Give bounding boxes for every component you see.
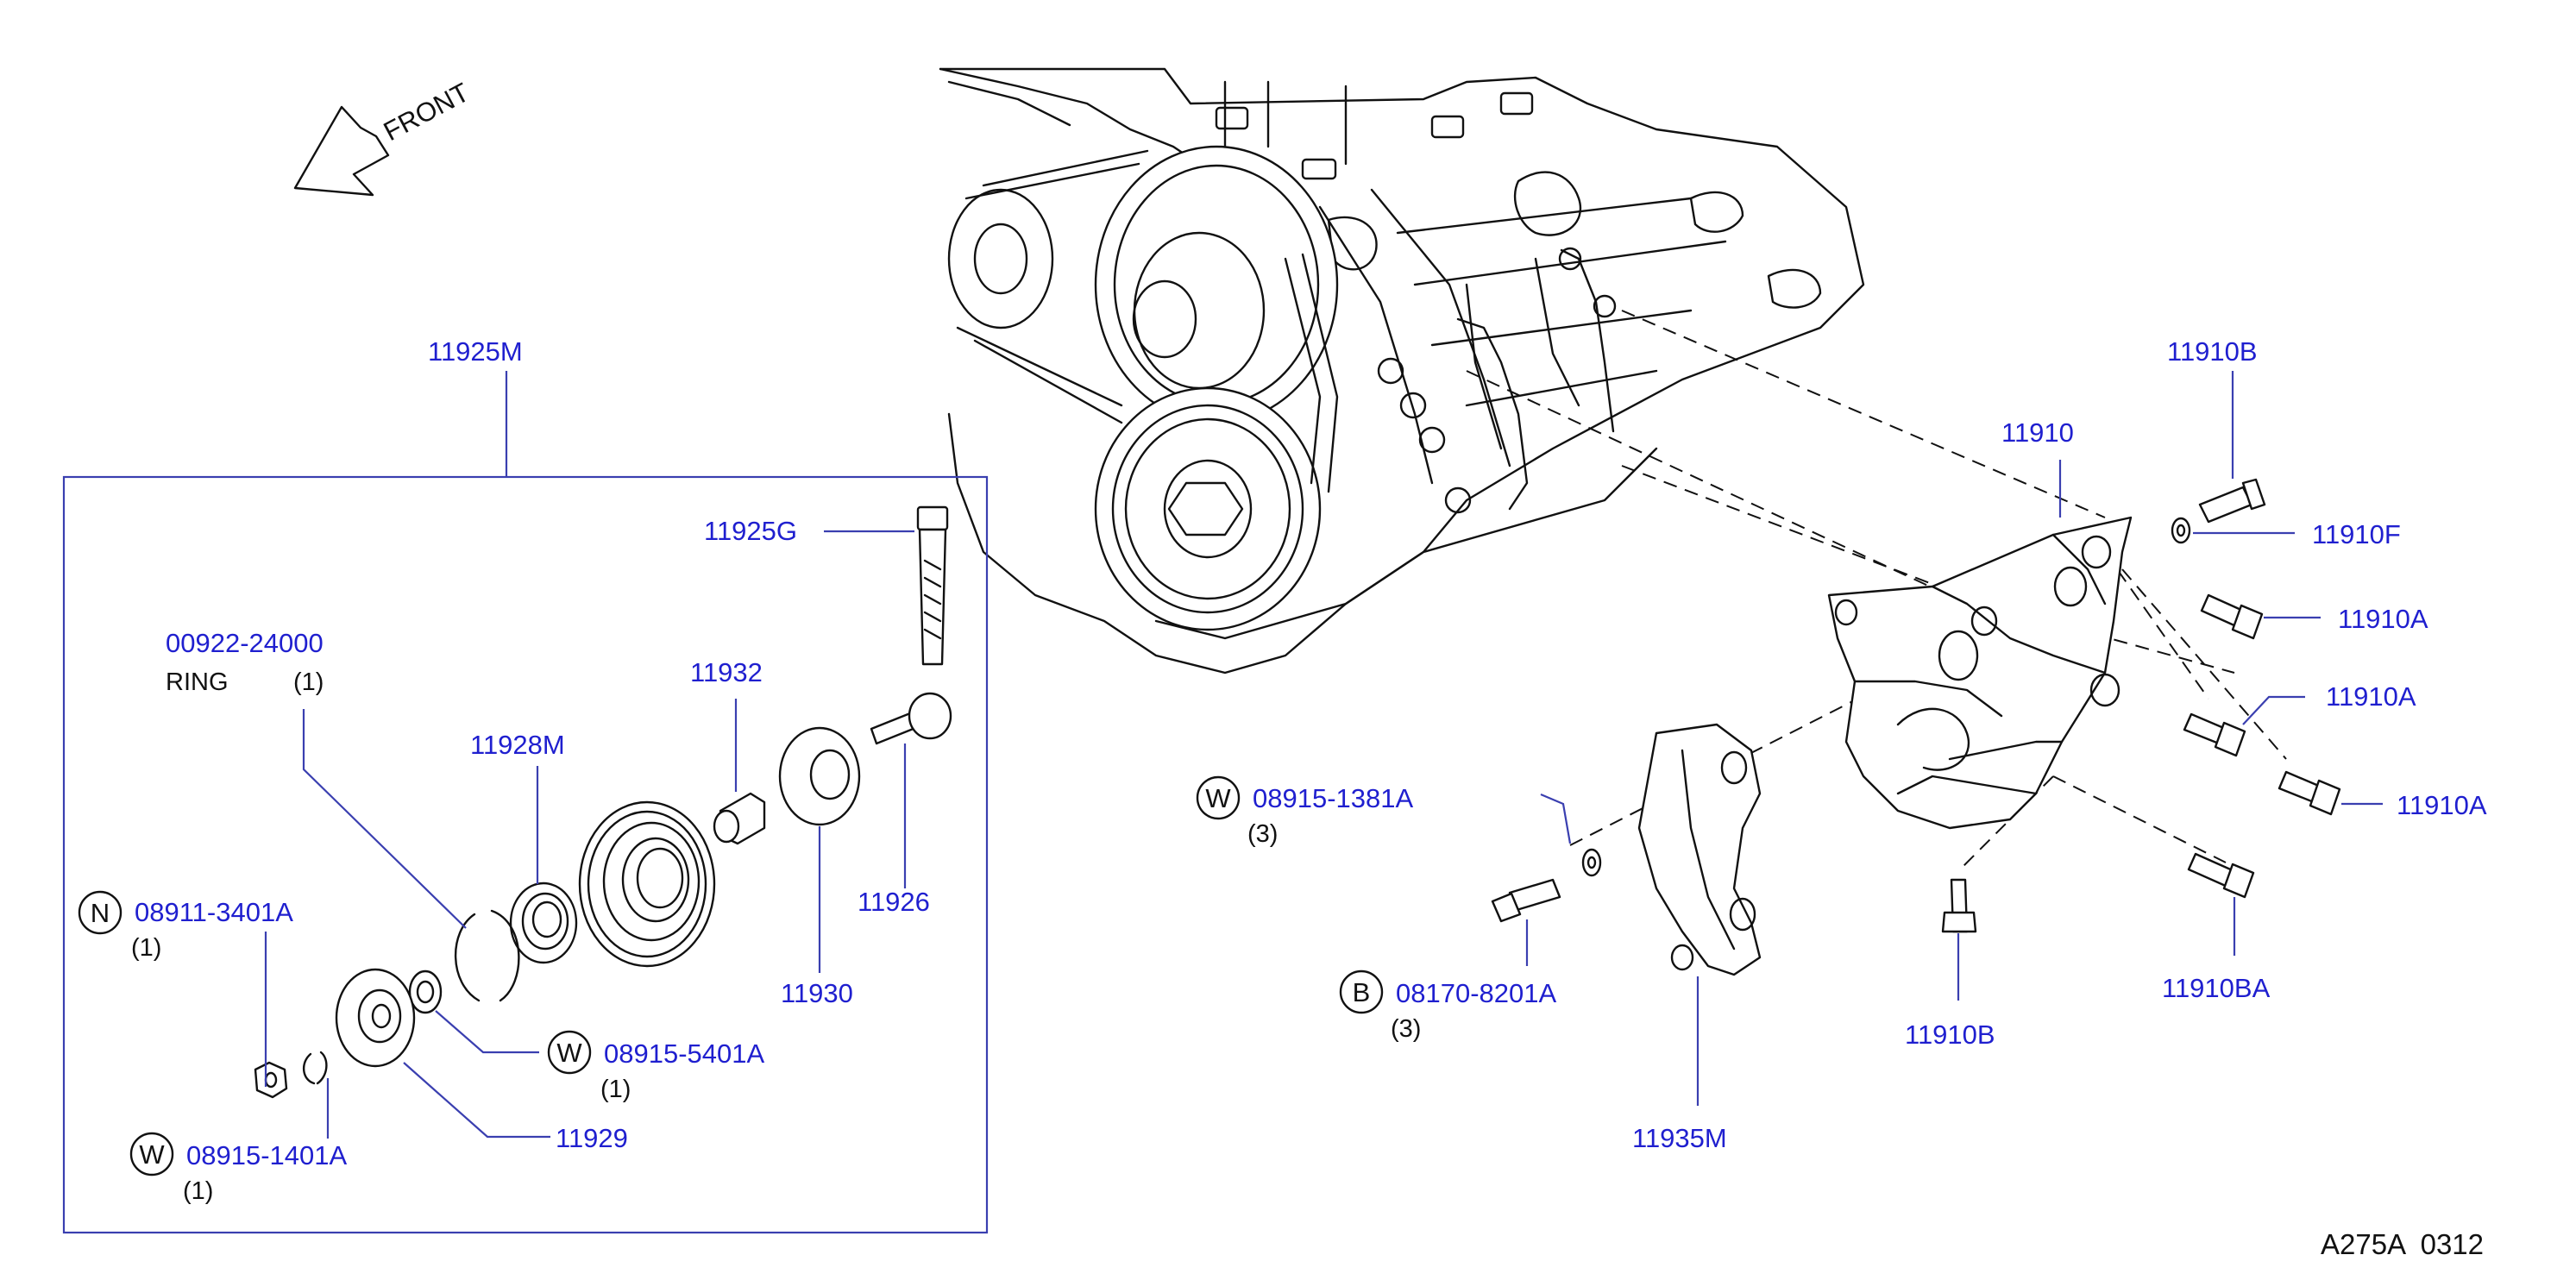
label-11910: 11910 [2001, 417, 2074, 448]
label-11926: 11926 [858, 887, 930, 917]
label-11930: 11930 [781, 978, 853, 1008]
label-08915-5401A-qty: (1) [600, 1076, 631, 1103]
front-label: FRONT [379, 77, 474, 147]
symbol-W-5401: W [556, 1038, 582, 1068]
label-ring-qty: (1) [293, 668, 324, 696]
label-08170-8201A: 08170-8201A [1396, 978, 1556, 1008]
symbol-W-1401: W [139, 1139, 165, 1170]
nut-08911-3401A [254, 1061, 288, 1099]
bolt-11910A-1 [2200, 593, 2264, 640]
bracket-11910 [1827, 516, 2133, 830]
pulley-11929 [335, 968, 416, 1068]
label-00922-24000: 00922-24000 [166, 628, 324, 658]
bolt-11910B-bottom [1941, 878, 1977, 933]
front-arrow-icon [293, 105, 390, 197]
label-11910BA: 11910BA [2162, 973, 2271, 1003]
label-11929: 11929 [556, 1123, 628, 1153]
align-line-3 [1621, 465, 1985, 605]
ring-00922-24000 [454, 909, 520, 1002]
symbol-W-1381: W [1205, 783, 1231, 813]
bolt-11910A-3 [2278, 770, 2341, 816]
bracket-11935M [1637, 723, 1762, 976]
label-11910A-3: 11910A [2397, 790, 2487, 820]
label-11910A-2: 11910A [2326, 681, 2416, 712]
diagram-reference: A275A 0312 [2321, 1228, 2484, 1260]
bolt-11910A-2 [2183, 712, 2246, 757]
label-08915-1401A-qty: (1) [183, 1177, 213, 1205]
bolt-11925G [916, 505, 949, 666]
label-11925M: 11925M [428, 336, 523, 367]
washer-11910F [2171, 517, 2191, 544]
align-line-8 [2052, 775, 2227, 863]
kit-box [62, 475, 989, 1234]
label-11910B-bottom: 11910B [1905, 1020, 1995, 1050]
bearing-11928M [509, 882, 578, 964]
pulley-11925M [578, 800, 716, 968]
bolt-11910BA [2187, 852, 2255, 899]
symbol-B: B [1353, 977, 1371, 1007]
bolt-08170-8201A [1491, 878, 1561, 923]
label-08915-1381A-qty: (3) [1247, 820, 1278, 848]
label-08911-3401A-qty: (1) [131, 934, 161, 962]
label-11932: 11932 [690, 657, 763, 687]
spacer-11930 [778, 726, 861, 826]
washer-08915-1401A [303, 1051, 328, 1085]
label-11910B-top: 11910B [2167, 336, 2258, 367]
label-08915-1401A: 08915-1401A [186, 1140, 347, 1170]
label-11935M: 11935M [1632, 1123, 1727, 1153]
bolt-11910B-top [2198, 478, 2266, 524]
washer-08915-1381A [1581, 848, 1602, 877]
label-08170-8201A-qty: (3) [1391, 1015, 1421, 1043]
engine-block [939, 67, 1865, 675]
label-11928M: 11928M [470, 730, 565, 760]
align-line-6 [2104, 551, 2209, 700]
bolt-11926 [870, 692, 952, 745]
shaft-11932 [713, 792, 766, 845]
align-line-7 [2121, 568, 2287, 760]
label-11910F: 11910F [2312, 519, 2401, 549]
label-08911-3401A: 08911-3401A [135, 897, 293, 927]
symbol-N: N [91, 898, 110, 928]
label-ring-name: RING [166, 668, 229, 696]
label-08915-1381A: 08915-1381A [1253, 783, 1413, 813]
label-11925G: 11925G [704, 516, 797, 546]
align-line-1 [1621, 310, 2106, 518]
label-11910A-1: 11910A [2338, 604, 2428, 634]
washer-08915-5401A [408, 969, 443, 1014]
align-line-2 [1466, 370, 1968, 605]
label-08915-5401A: 08915-5401A [604, 1038, 764, 1069]
